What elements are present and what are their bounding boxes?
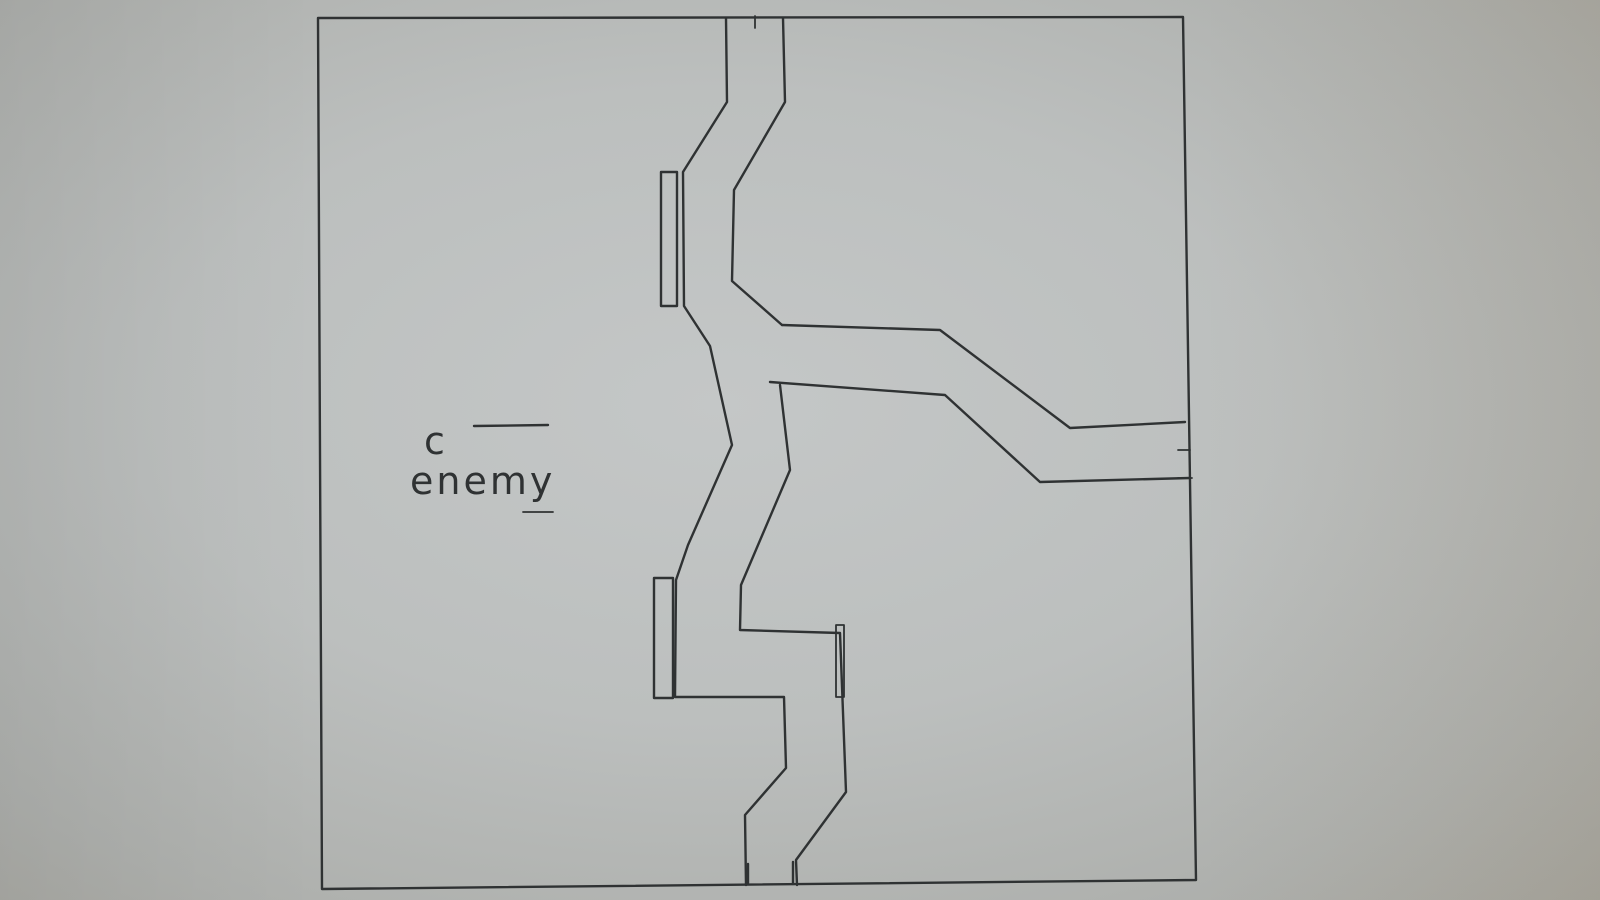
gate-lower bbox=[652, 576, 675, 700]
main-road-right-edge bbox=[730, 16, 787, 327]
main-road bbox=[673, 15, 848, 887]
gate-rectangles bbox=[652, 170, 845, 700]
legend-enemy-label: enemy bbox=[410, 459, 555, 503]
legend-dash bbox=[472, 423, 550, 428]
map-border bbox=[316, 15, 1198, 891]
legend-symbol-glyph: c bbox=[424, 419, 448, 463]
main-road-left-edge bbox=[673, 16, 788, 887]
legend: c enemy bbox=[410, 419, 555, 513]
side-branch-road bbox=[768, 323, 1193, 484]
branch-upper-edge bbox=[780, 323, 1187, 430]
gate-right bbox=[835, 624, 845, 698]
branch-lower-edge bbox=[768, 380, 1192, 484]
gate-upper bbox=[659, 170, 679, 308]
main-road-right-edge-lower bbox=[738, 383, 848, 887]
